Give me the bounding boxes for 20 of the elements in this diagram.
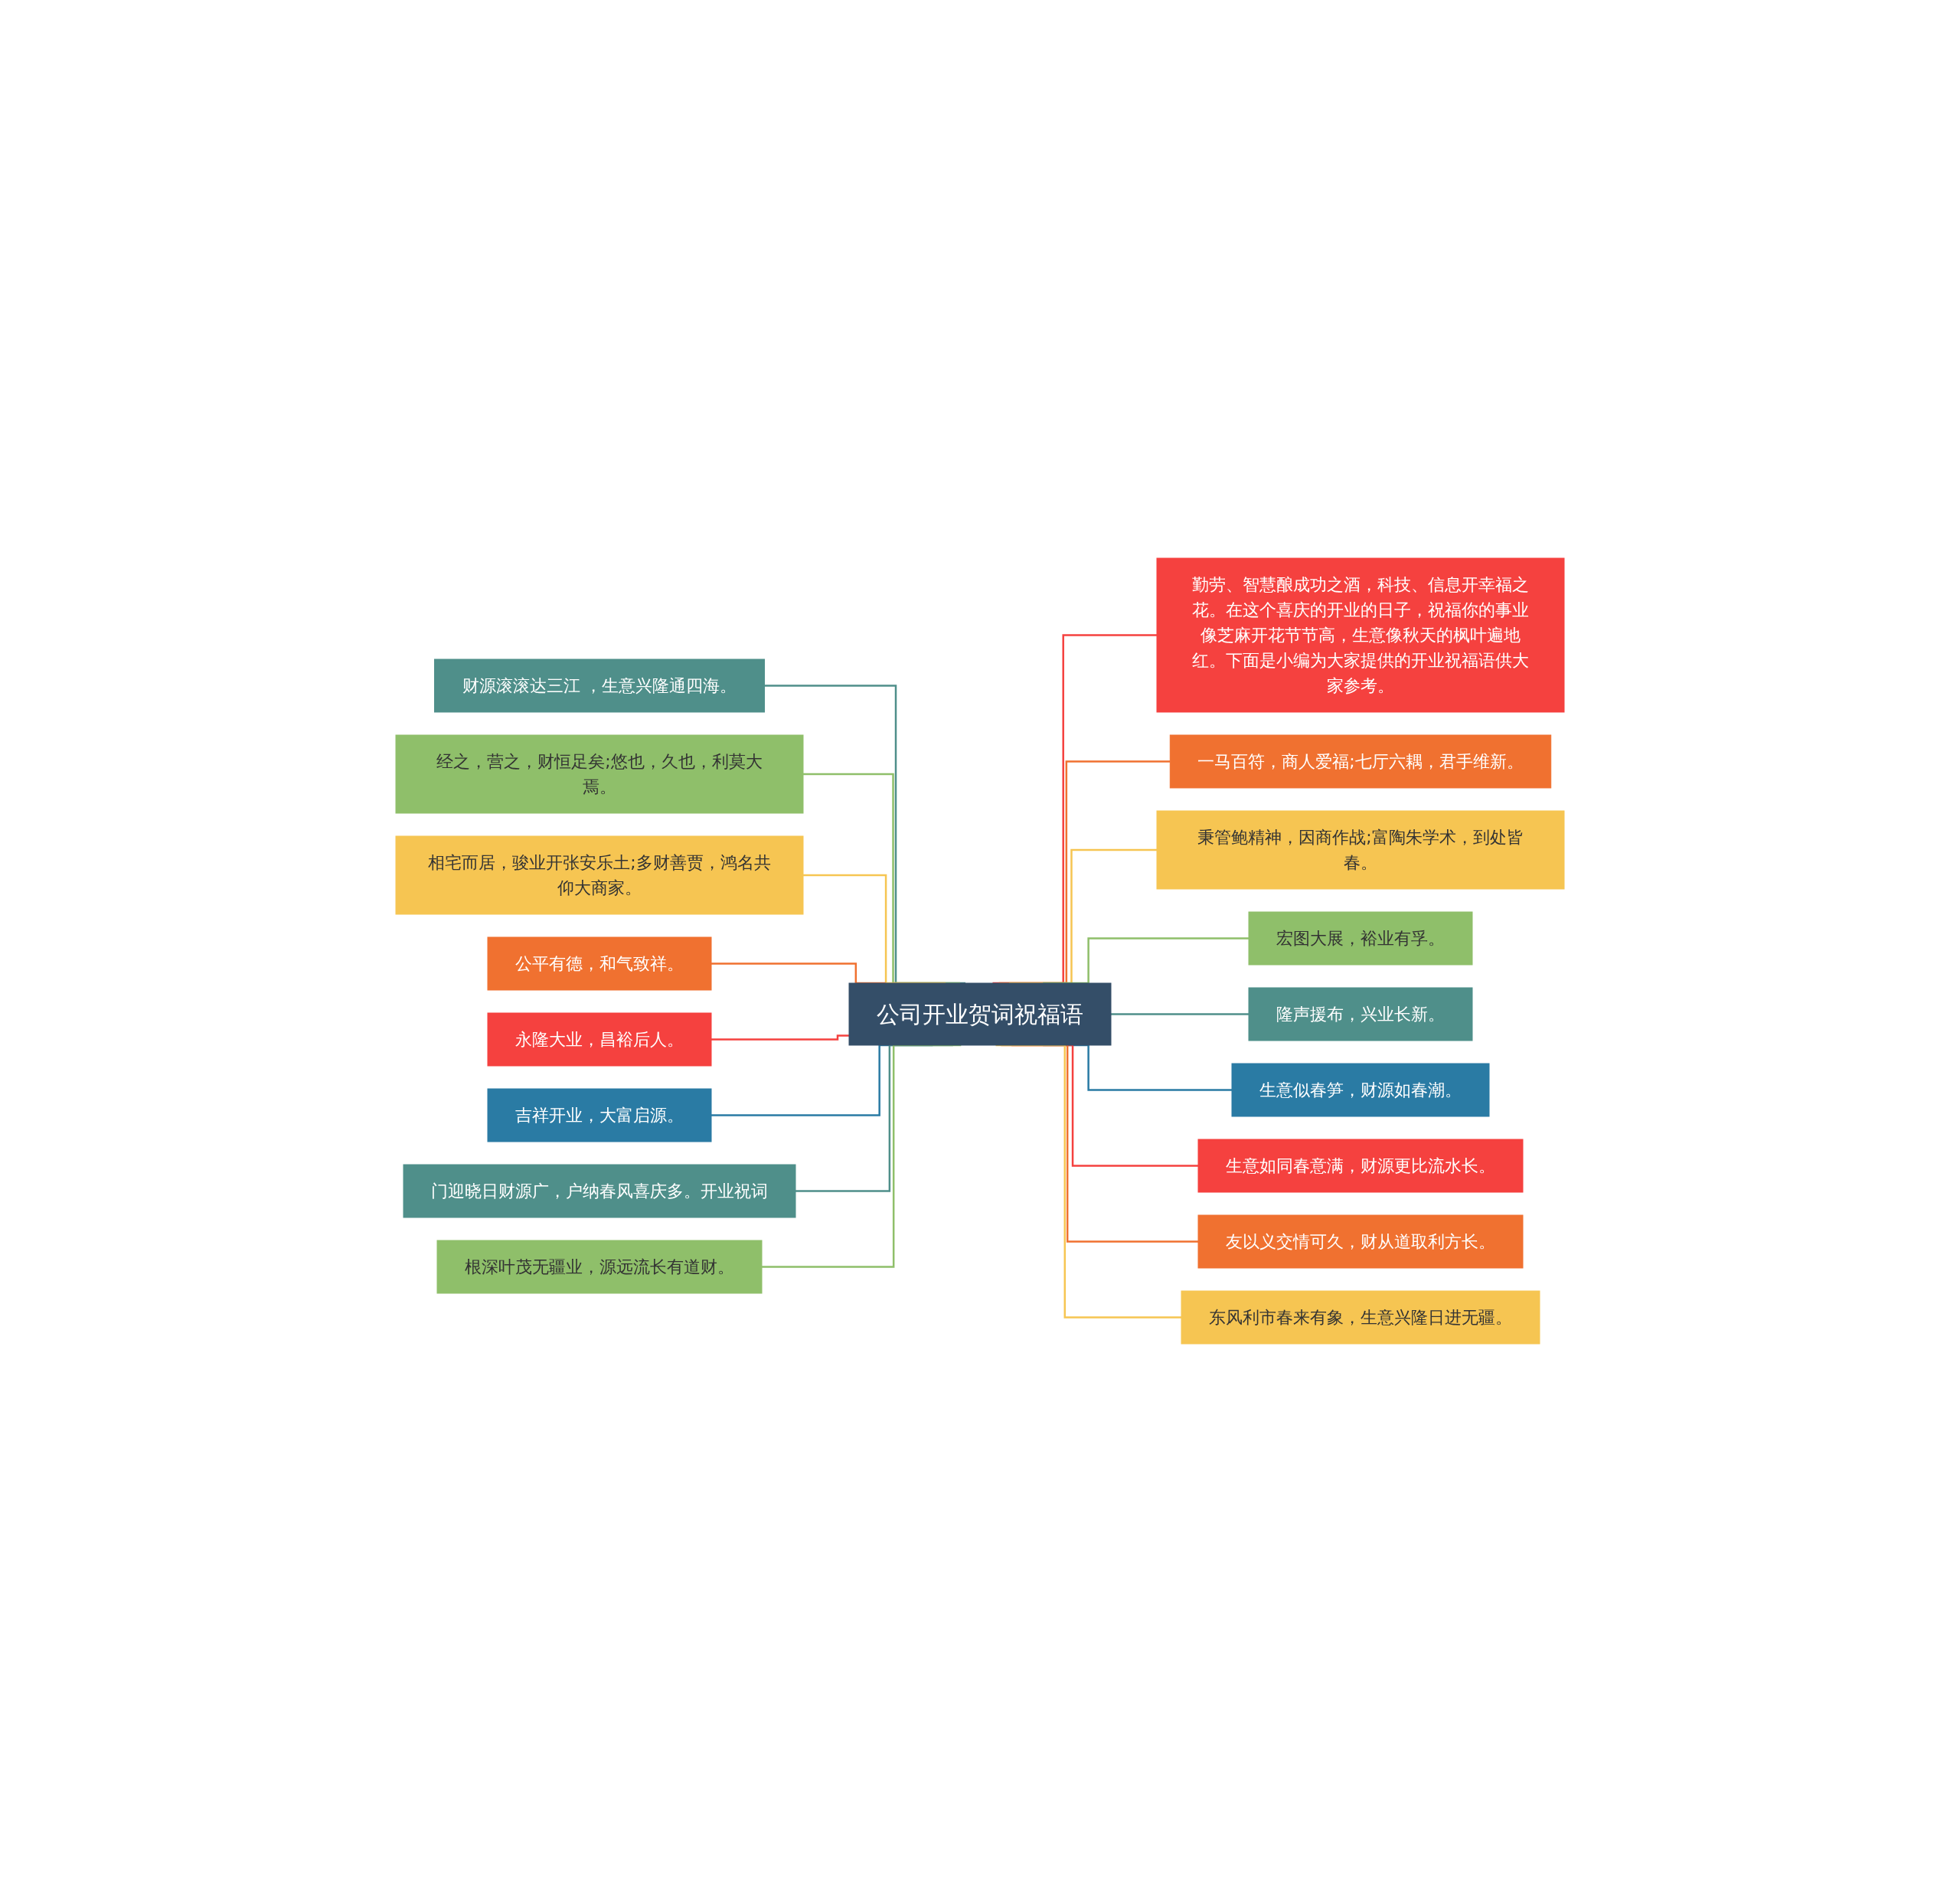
node-box: 吉祥开业，大富启源。 — [487, 1088, 712, 1142]
node-box: 永隆大业，昌裕后人。 — [487, 1012, 712, 1067]
node-box: 友以义交情可久，财从道取利方长。 — [1197, 1214, 1524, 1269]
node-box: 勤劳、智慧酿成功之酒，科技、信息开幸福之花。在这个喜庆的开业的日子，祝福你的事业像芝麻开花节节高，生意像秋天的枫叶遍地红。下面是小编为大家提供的开业祝福语供大家参考。 — [1156, 557, 1565, 713]
connector — [711, 1034, 849, 1041]
node-box: 隆声援布，兴业长新。 — [1248, 987, 1473, 1041]
node-box: 生意似春笋，财源如春潮。 — [1231, 1063, 1490, 1117]
node-box: 经之，营之，财恒足矣;悠也，久也，利莫大焉。 — [395, 734, 804, 814]
node-box: 门迎晓日财源广，户纳春风喜庆多。开业祝词 — [403, 1164, 796, 1218]
node-box: 根深叶茂无疆业，源远流长有道财。 — [436, 1240, 763, 1294]
node-box: 秉管鲍精神，因商作战;富陶朱学术，到处皆春。 — [1156, 810, 1565, 890]
node-box: 相宅而居，骏业开张安乐土;多财善贾，鸿名共仰大商家。 — [395, 835, 804, 915]
node-box: 公平有德，和气致祥。 — [487, 936, 712, 991]
node-box: 公司开业贺词祝福语 — [848, 982, 1112, 1046]
node-box: 财源滚滚达三江 ，生意兴隆通四海。 — [434, 659, 765, 713]
node-box: 生意如同春意满，财源更比流水长。 — [1197, 1139, 1524, 1193]
node-box: 宏图大展，裕业有孚。 — [1248, 911, 1473, 966]
connector — [1111, 1013, 1249, 1015]
node-box: 一马百符，商人爱福;七厅六耦，君手维新。 — [1169, 734, 1552, 789]
node-box: 东风利市春来有象，生意兴隆日进无疆。 — [1181, 1290, 1540, 1345]
